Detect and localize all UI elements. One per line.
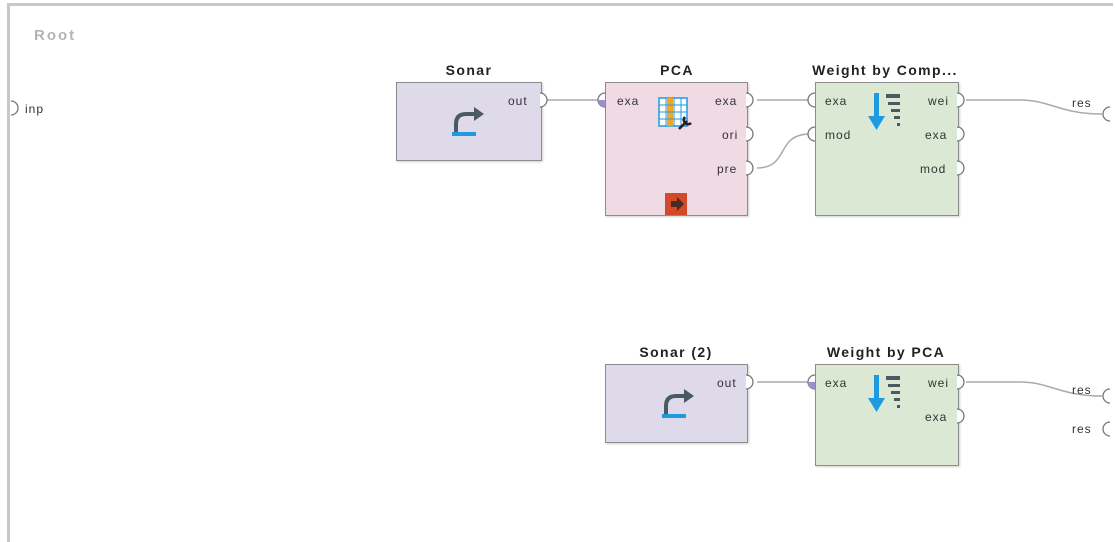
process-output-res-label-1: res <box>1072 96 1092 110</box>
sonar2-out-label: out <box>717 376 737 390</box>
weight-comp-input-exa-label: exa <box>825 94 848 108</box>
process-output-port-res-3[interactable] <box>1101 421 1111 437</box>
sonar2-out-port[interactable] <box>745 374 755 390</box>
weight-comp-output-mod-port[interactable] <box>956 160 966 176</box>
process-frame-left <box>7 3 10 542</box>
operator-sonar-2[interactable] <box>605 364 748 443</box>
process-input-inp-label: inp <box>25 102 45 116</box>
retrieve-arrow-icon <box>452 107 484 136</box>
weight-sort-down-icon <box>868 375 900 412</box>
operator-title-pca: PCA <box>660 62 694 78</box>
sonar-out-port[interactable] <box>539 92 549 108</box>
pca-output-ori-label: ori <box>722 128 739 142</box>
process-output-port-res-1[interactable] <box>1101 106 1111 122</box>
weight-sort-down-icon <box>868 93 900 130</box>
weight-pca-output-exa-port[interactable] <box>956 408 966 424</box>
weight-pca-output-wei-label: wei <box>928 376 950 390</box>
pca-input-exa-port[interactable] <box>596 92 606 108</box>
process-frame-top <box>7 3 1113 6</box>
operator-weight-by-pca[interactable] <box>815 364 959 466</box>
table-wrench-icon <box>658 97 692 130</box>
weight-pca-output-exa-label: exa <box>925 410 948 424</box>
process-output-port-res-2[interactable] <box>1101 388 1111 404</box>
pca-output-ori-port[interactable] <box>745 126 755 142</box>
weight-comp-output-wei-port[interactable] <box>956 92 966 108</box>
weight-comp-input-mod-port[interactable] <box>806 126 816 142</box>
pca-output-exa-label: exa <box>715 94 738 108</box>
operator-weight-by-comp[interactable] <box>815 82 959 216</box>
weight-pca-input-exa-port[interactable] <box>806 374 816 390</box>
operator-title-sonar: Sonar <box>445 62 493 78</box>
operator-sonar[interactable] <box>396 82 542 161</box>
sonar-out-label: out <box>508 94 528 108</box>
pca-output-pre-label: pre <box>717 162 738 176</box>
pca-input-exa-label: exa <box>617 94 640 108</box>
root-process-label: Root <box>34 27 77 44</box>
weight-comp-input-mod-label: mod <box>825 128 852 142</box>
process-output-res-label-2: res <box>1072 383 1092 397</box>
retrieve-arrow-icon <box>662 389 694 418</box>
pca-output-pre-port[interactable] <box>745 160 755 176</box>
weight-pca-input-exa-label: exa <box>825 376 848 390</box>
operator-title-sonar-2: Sonar (2) <box>639 344 713 360</box>
weight-comp-output-mod-label: mod <box>920 162 947 176</box>
operator-title-weight-by-pca: Weight by PCA <box>826 344 946 360</box>
pca-output-exa-port[interactable] <box>745 92 755 108</box>
connection-pca-pre-to-weight-mod <box>756 133 811 169</box>
process-output-res-label-3: res <box>1072 422 1092 436</box>
process-input-port-inp[interactable] <box>10 100 20 116</box>
weight-comp-output-wei-label: wei <box>928 94 950 108</box>
weight-comp-output-exa-port[interactable] <box>956 126 966 142</box>
subprocess-exit-icon[interactable] <box>664 192 688 216</box>
weight-comp-output-exa-label: exa <box>925 128 948 142</box>
operator-title-weight-by-comp: Weight by Comp... <box>812 62 958 78</box>
weight-pca-output-wei-port[interactable] <box>956 374 966 390</box>
weight-comp-input-exa-port[interactable] <box>806 92 816 108</box>
